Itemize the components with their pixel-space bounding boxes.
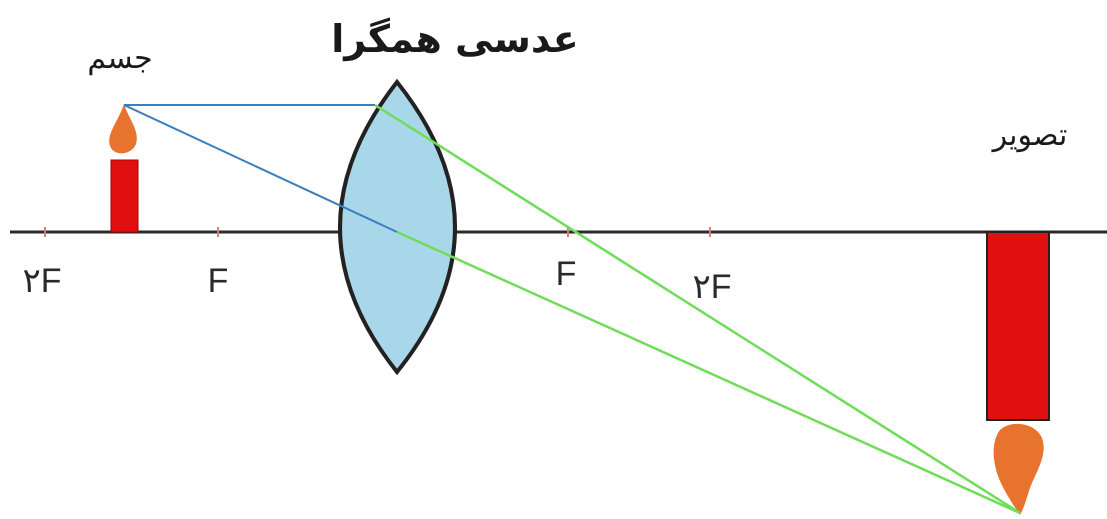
refracted-rays [374, 103, 1021, 515]
lens-label: عدسی همگرا [331, 17, 579, 61]
object-flame [109, 104, 137, 154]
image-flame [993, 423, 1044, 515]
label-left-2f: ۲F [22, 262, 61, 300]
object-candle [110, 159, 139, 233]
label-right-f: F [556, 255, 577, 293]
axis-ticks [44, 227, 711, 237]
convex-lens [338, 78, 457, 376]
incident-rays [123, 104, 398, 233]
image-label: تصویر [991, 118, 1068, 153]
label-right-2f: ۲F [692, 268, 731, 306]
object-label: جسم [87, 41, 152, 76]
label-left-f: F [208, 262, 229, 300]
image-candle [986, 231, 1050, 421]
